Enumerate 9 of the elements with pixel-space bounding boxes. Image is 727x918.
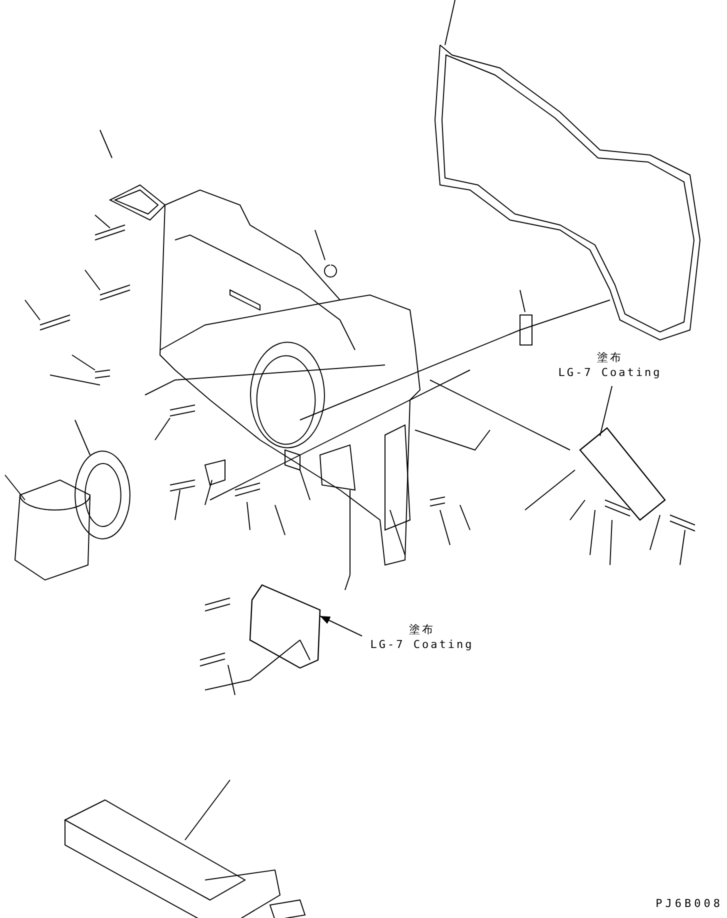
coating-note: LG-7 Coating <box>369 637 475 652</box>
gasket-plate <box>579 427 666 521</box>
leader-line <box>600 386 612 436</box>
coating-note-japanese: 塗布 <box>408 622 436 637</box>
leader-line <box>320 616 362 636</box>
drawing-number: PJ6B008 <box>656 897 723 910</box>
cover-plate <box>249 584 321 669</box>
coating-note-japanese: 塗布 <box>596 350 624 365</box>
coating-note: LG-7 Coating <box>557 365 663 380</box>
